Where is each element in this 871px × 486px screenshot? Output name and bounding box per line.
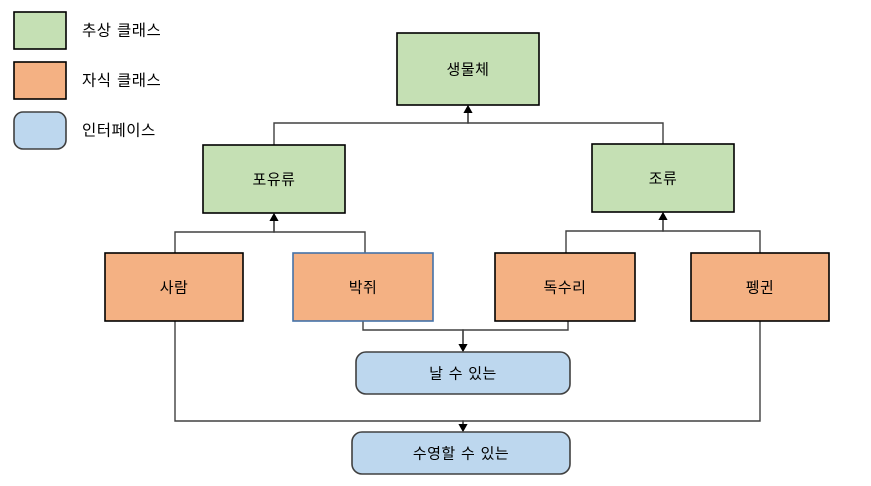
legend-item-2: 인터페이스: [13, 111, 156, 150]
node-bat[interactable]: 박쥐: [292, 252, 434, 322]
edge-line: [565, 219, 664, 253]
legend-item-0: 추상 클래스: [13, 11, 161, 50]
node-label-penguin: 펭귄: [746, 279, 775, 297]
node-penguin[interactable]: 펭귄: [690, 252, 830, 322]
arrowhead-icon: [458, 424, 468, 432]
node-label-can-fly: 날 수 있는: [429, 365, 497, 383]
node-box-child[interactable]: [494, 252, 636, 322]
edge-eagle-to-can-fly: [458, 321, 569, 352]
node-box-child[interactable]: [690, 252, 830, 322]
node-can-fly[interactable]: 날 수 있는: [355, 351, 571, 395]
edge-bat-to-can-fly: [362, 321, 468, 352]
node-mammal[interactable]: 포유류: [202, 144, 346, 214]
legend-swatch: [13, 11, 67, 50]
node-label-bird: 조류: [649, 170, 678, 188]
node-organism[interactable]: 생물체: [396, 32, 540, 106]
edge-line: [462, 321, 761, 425]
node-label-eagle: 독수리: [544, 279, 587, 297]
edge-line: [462, 321, 569, 345]
legend-label: 자식 클래스: [82, 72, 161, 90]
edge-line: [273, 220, 366, 253]
edge-line: [273, 112, 469, 145]
edge-line: [662, 219, 761, 253]
node-human[interactable]: 사람: [104, 252, 244, 322]
node-box-abstract[interactable]: [396, 32, 540, 106]
arrowhead-icon: [658, 212, 668, 220]
node-box-abstract[interactable]: [591, 143, 735, 213]
node-label-bat: 박쥐: [349, 279, 378, 297]
arrowhead-icon: [269, 213, 279, 221]
node-bird[interactable]: 조류: [591, 143, 735, 213]
node-can-swim[interactable]: 수영할 수 있는: [351, 431, 571, 475]
node-box-interface[interactable]: [355, 351, 571, 395]
edge-penguin-to-can-swim: [458, 321, 761, 432]
edge-eagle-to-bird: [565, 212, 668, 253]
node-box-child[interactable]: [104, 252, 244, 322]
legend-item-1: 자식 클래스: [13, 61, 161, 100]
node-box-abstract[interactable]: [202, 144, 346, 214]
legend-swatch: [13, 61, 67, 100]
edge-penguin-to-bird: [658, 212, 761, 253]
node-box-child[interactable]: [292, 252, 434, 322]
edge-bat-to-mammal: [269, 213, 366, 253]
edge-mammal-to-organism: [273, 105, 473, 145]
edge-human-to-mammal: [174, 213, 279, 253]
legend-label: 추상 클래스: [82, 22, 161, 40]
edge-line: [362, 321, 464, 345]
legend-label: 인터페이스: [82, 122, 156, 140]
edges-layer: [174, 105, 761, 432]
edge-line: [174, 220, 275, 253]
arrowhead-icon: [463, 105, 473, 113]
edge-line: [467, 112, 664, 144]
legend-swatch: [13, 111, 67, 150]
node-label-organism: 생물체: [447, 61, 490, 79]
arrowhead-icon: [458, 344, 468, 352]
node-eagle[interactable]: 독수리: [494, 252, 636, 322]
node-label-can-swim: 수영할 수 있는: [413, 445, 509, 463]
node-label-human: 사람: [160, 279, 189, 297]
node-label-mammal: 포유류: [253, 171, 296, 189]
edge-bird-to-organism: [463, 105, 664, 144]
node-box-interface[interactable]: [351, 431, 571, 475]
